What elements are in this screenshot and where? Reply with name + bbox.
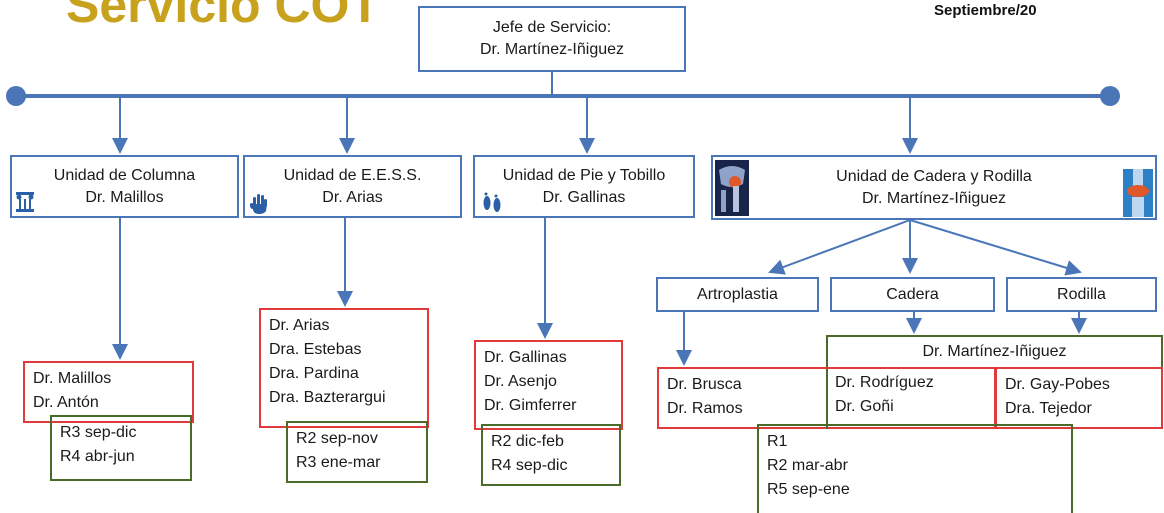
- unit-eess-head: Dr. Arias: [322, 188, 383, 206]
- staff-cadera-1: Dr. Goñi: [835, 398, 894, 415]
- staff-columna-1: Dr. Antón: [33, 394, 99, 411]
- unit-pie-name: Unidad de Pie y Tobillo: [502, 166, 666, 184]
- subunit-cadera-box: Cadera: [830, 277, 995, 312]
- subunit-cadera-label: Cadera: [886, 285, 939, 303]
- residents-eess-1: R3 ene-mar: [296, 454, 381, 471]
- staff-eess-3: Dra. Bazterargui: [269, 389, 386, 406]
- staff-pie-1: Dr. Asenjo: [484, 373, 557, 390]
- residents-pie-1: R4 sep-dic: [491, 457, 568, 474]
- unit-columna-box: Unidad de Columna Dr. Malillos: [10, 155, 239, 218]
- staff-artroplastia-0: Dr. Brusca: [667, 376, 742, 393]
- unit-eess-name: Unidad de E.E.S.S.: [283, 166, 422, 184]
- residents-cr-1: R2 mar-abr: [767, 457, 848, 474]
- unit-columna-name: Unidad de Columna: [53, 166, 196, 184]
- staff-pie-2: Dr. Gimferrer: [484, 397, 577, 414]
- residents-columna-1: R4 abr-jun: [60, 448, 135, 465]
- residents-pie-box: R2 dic-feb R4 sep-dic: [481, 424, 621, 486]
- staff-cadera-0: Dr. Rodríguez: [835, 374, 934, 391]
- staff-eess-box: Dr. Arias Dra. Estebas Dra. Pardina Dra.…: [259, 308, 429, 428]
- residents-cr-0: R1: [767, 433, 788, 450]
- unit-pie-box: Unidad de Pie y Tobillo Dr. Gallinas: [473, 155, 695, 218]
- hand-icon: [250, 194, 267, 214]
- unit-cadera-head: Dr. Martínez-Iñiguez: [861, 189, 1007, 207]
- staff-columna-0: Dr. Malillos: [33, 370, 112, 387]
- residents-columna-0: R3 sep-dic: [60, 424, 137, 441]
- staff-artroplastia-1: Dr. Ramos: [667, 400, 743, 417]
- unit-cadera-box: Unidad de Cadera y Rodilla Dr. Martínez-…: [711, 155, 1157, 220]
- residents-eess-box: R2 sep-nov R3 ene-mar: [286, 421, 428, 483]
- staff-eess-0: Dr. Arias: [269, 317, 330, 334]
- chief-box: Jefe de Servicio: Dr. Martínez-Iñiguez: [418, 6, 686, 72]
- staff-rodilla-0: Dr. Gay-Pobes: [1005, 376, 1110, 393]
- knee-xray-icon: [1123, 169, 1153, 217]
- page-title: Servicio COT: [66, 0, 380, 33]
- unit-eess-box: Unidad de E.E.S.S. Dr. Arias: [243, 155, 462, 218]
- shared-head-box: Dr. Martínez-Iñiguez: [826, 335, 1163, 369]
- date-label: Septiembre/20: [934, 2, 1037, 19]
- staff-cadera-box: Dr. Rodríguez Dr. Goñi: [827, 367, 996, 429]
- unit-pie-head: Dr. Gallinas: [542, 188, 626, 206]
- chief-name: Dr. Martínez-Iñiguez: [479, 41, 625, 58]
- residents-cr-2: R5 sep-ene: [767, 481, 850, 498]
- subunit-rodilla-label: Rodilla: [1057, 285, 1106, 303]
- staff-pie-box: Dr. Gallinas Dr. Asenjo Dr. Gimferrer: [474, 340, 623, 430]
- column-icon: [16, 192, 34, 212]
- staff-rodilla-box: Dr. Gay-Pobes Dra. Tejedor: [995, 367, 1163, 429]
- staff-eess-2: Dra. Pardina: [269, 365, 359, 382]
- staff-pie-0: Dr. Gallinas: [484, 349, 567, 366]
- subunit-artroplastia-box: Artroplastia: [656, 277, 819, 312]
- residents-columna-box: R3 sep-dic R4 abr-jun: [50, 415, 192, 481]
- residents-eess-0: R2 sep-nov: [296, 430, 378, 447]
- unit-cadera-name: Unidad de Cadera y Rodilla: [836, 167, 1032, 185]
- chief-role: Jefe de Servicio:: [492, 19, 612, 36]
- subunit-rodilla-box: Rodilla: [1006, 277, 1157, 312]
- staff-rodilla-1: Dra. Tejedor: [1005, 400, 1092, 417]
- hip-xray-icon: [715, 160, 749, 216]
- subunit-artroplastia-label: Artroplastia: [697, 285, 778, 303]
- shared-head-name: Dr. Martínez-Iñiguez: [922, 343, 1067, 360]
- residents-pie-0: R2 dic-feb: [491, 433, 564, 450]
- staff-eess-1: Dra. Estebas: [269, 341, 362, 358]
- residents-cadera-rodilla-box: R1 R2 mar-abr R5 sep-ene: [757, 424, 1073, 513]
- unit-columna-head: Dr. Malillos: [85, 188, 164, 206]
- staff-columna-box: Dr. Malillos Dr. Antón: [23, 361, 194, 423]
- feet-icon: [483, 192, 501, 212]
- shared-left-divider: [826, 369, 828, 429]
